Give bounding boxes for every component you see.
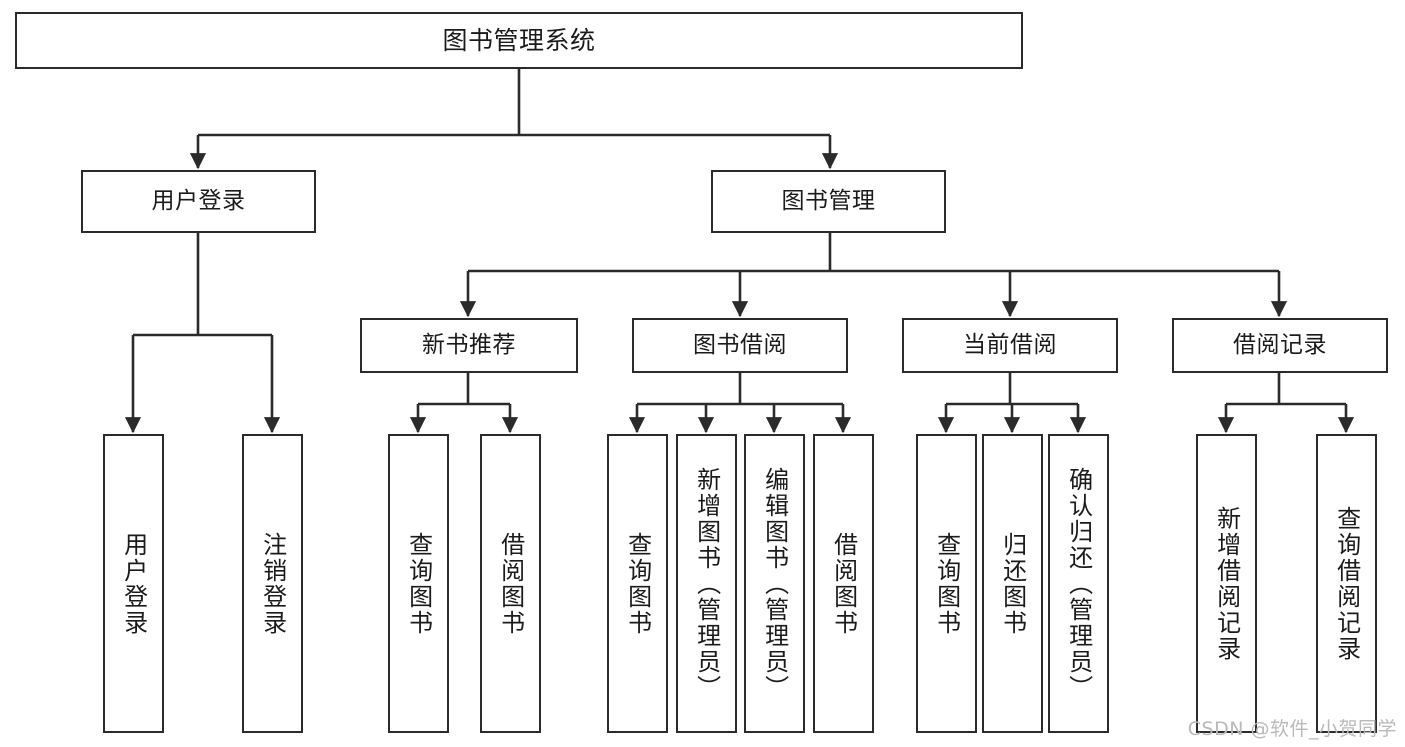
node-label: 图书借阅 <box>693 331 787 358</box>
node-label: 注销登录 <box>258 531 287 636</box>
node-user-login[interactable]: 用户登录 <box>81 170 316 233</box>
node-label: 查询借阅记录 <box>1332 505 1361 662</box>
node-leaf-return-book[interactable]: 归还图书 <box>982 434 1043 733</box>
node-leaf-query-book-current[interactable]: 查询图书 <box>916 434 977 733</box>
node-leaf-confirm-return-admin[interactable]: 确认归还（管理员） <box>1048 434 1109 733</box>
node-label: 用户登录 <box>119 531 148 636</box>
node-borrow-record[interactable]: 借阅记录 <box>1172 318 1388 373</box>
node-label: 借阅图书 <box>829 531 858 636</box>
node-label: 图书管理系统 <box>442 25 596 55</box>
node-label: 用户登录 <box>151 187 246 214</box>
node-leaf-query-book-borrow[interactable]: 查询图书 <box>607 434 668 733</box>
node-leaf-edit-book-admin[interactable]: 编辑图书（管理员） <box>744 434 805 733</box>
node-label: 借阅图书 <box>496 531 525 636</box>
node-leaf-user-login[interactable]: 用户登录 <box>103 434 164 733</box>
node-book-management[interactable]: 图书管理 <box>711 170 946 233</box>
node-label: 新增图书（管理员） <box>692 466 721 701</box>
node-leaf-borrow-book[interactable]: 借阅图书 <box>813 434 874 733</box>
node-label: 当前借阅 <box>963 331 1057 358</box>
node-leaf-query-borrow-record[interactable]: 查询借阅记录 <box>1316 434 1377 733</box>
node-label: 查询图书 <box>404 531 433 636</box>
node-label: 查询图书 <box>932 531 961 636</box>
node-current-borrow[interactable]: 当前借阅 <box>902 318 1118 373</box>
node-label: 新书推荐 <box>422 331 516 358</box>
node-label: 归还图书 <box>998 531 1027 636</box>
node-label: 新增借阅记录 <box>1212 505 1241 662</box>
node-leaf-logout[interactable]: 注销登录 <box>242 434 303 733</box>
node-label: 确认归还（管理员） <box>1064 466 1093 701</box>
node-root-book-management-system[interactable]: 图书管理系统 <box>15 12 1023 69</box>
node-new-book-recommend[interactable]: 新书推荐 <box>360 318 578 373</box>
node-leaf-add-book-admin[interactable]: 新增图书（管理员） <box>676 434 737 733</box>
node-leaf-query-book-recommend[interactable]: 查询图书 <box>388 434 449 733</box>
node-label: 编辑图书（管理员） <box>760 466 789 701</box>
node-leaf-add-borrow-record[interactable]: 新增借阅记录 <box>1196 434 1257 733</box>
node-leaf-borrow-book-recommend[interactable]: 借阅图书 <box>480 434 541 733</box>
node-book-borrow[interactable]: 图书借阅 <box>632 318 848 373</box>
node-label: 查询图书 <box>623 531 652 636</box>
node-label: 图书管理 <box>781 187 876 214</box>
node-label: 借阅记录 <box>1233 331 1327 358</box>
